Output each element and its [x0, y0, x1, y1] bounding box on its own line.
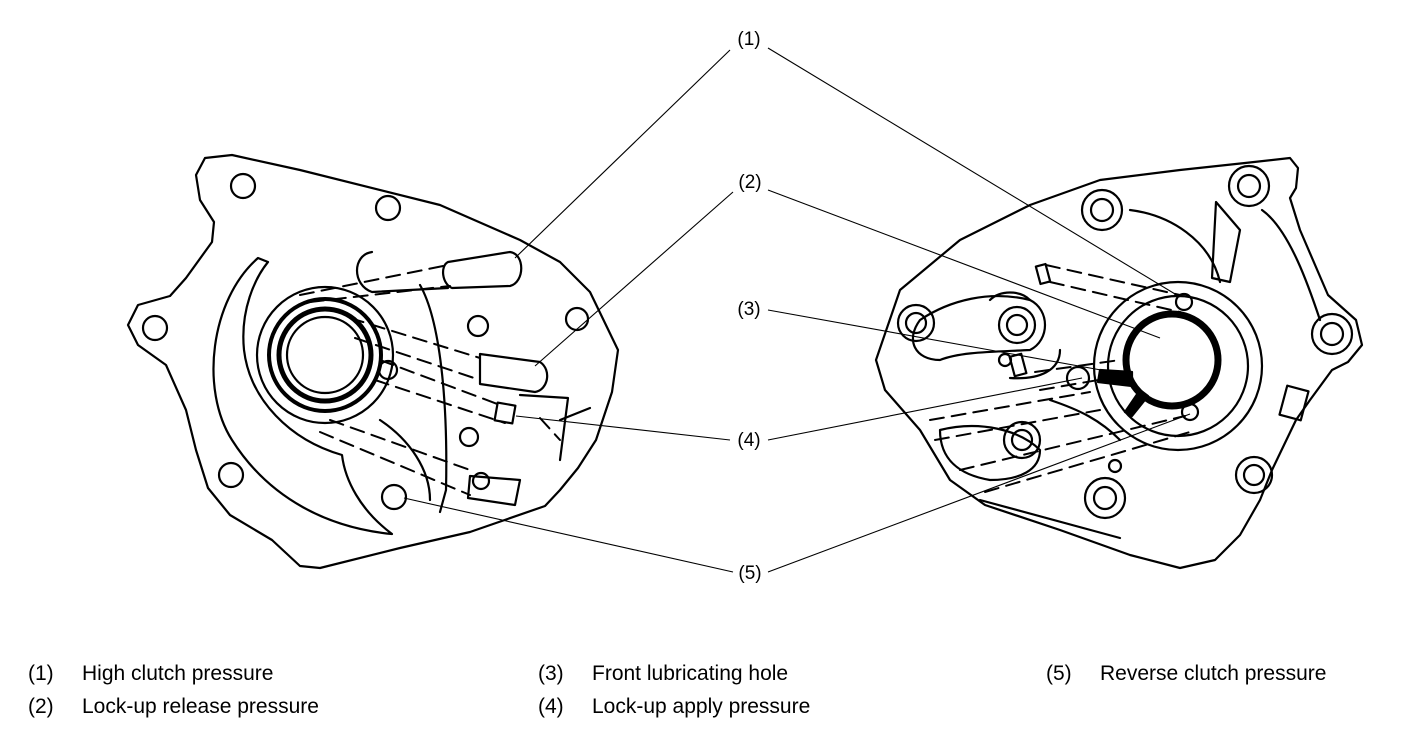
right-bore-notch [1123, 388, 1150, 418]
legend-number: (2) [28, 695, 54, 718]
legend-label: Lock-up apply pressure [592, 695, 811, 718]
bolt-hole [217, 461, 245, 489]
right-rib [1128, 208, 1222, 284]
bolt-hole [380, 483, 408, 511]
left-port-2 [478, 352, 549, 394]
bolt-boss [1234, 455, 1274, 495]
left-pump-cover [126, 153, 620, 570]
callout-5: (5) [738, 563, 761, 584]
left-inner-crescent [212, 256, 394, 536]
left-boss-ring [267, 297, 383, 413]
left-boss-outer [255, 285, 395, 425]
bolt-boss [997, 305, 1037, 345]
leader-line-2-right [767, 189, 1161, 339]
right-port-hole [1174, 292, 1194, 312]
bolt-boss [1083, 476, 1127, 520]
left-port-hole [377, 359, 399, 381]
bolt-boss [1080, 188, 1124, 232]
legend-number: (3) [538, 662, 564, 685]
leader-line-5-left [403, 497, 734, 573]
right-small-hole [1107, 458, 1123, 474]
oil-pump-cover-diagram: (1) (2) (3) (4) (5) [126, 29, 1364, 584]
left-passage-wall [378, 418, 432, 502]
legend-number: (1) [28, 662, 54, 685]
right-bore [1122, 310, 1222, 410]
legend-label: Reverse clutch pressure [1100, 662, 1327, 685]
leader-line-5-right [767, 413, 1191, 573]
bolt-boss [1002, 420, 1042, 460]
leader-line-2-left [534, 191, 734, 367]
callout-4: (4) [737, 430, 760, 451]
left-passage-wall [418, 283, 448, 514]
right-rib [988, 291, 1032, 302]
right-dashed-passages [929, 264, 1191, 493]
callout-1: (1) [737, 29, 760, 50]
bolt-hole [458, 426, 480, 448]
right-pump-cover [874, 156, 1364, 570]
bolt-hole [466, 314, 490, 338]
legend-label: Front lubricating hole [592, 662, 789, 685]
left-port-5 [466, 474, 522, 507]
bolt-hole [141, 314, 169, 342]
right-side-tab [1278, 384, 1310, 422]
right-cover-outline [874, 156, 1364, 570]
left-passage-wall [356, 250, 450, 294]
legend-number: (4) [538, 695, 564, 718]
bolt-boss [896, 303, 936, 343]
right-rib [1008, 348, 1062, 380]
right-rib [1210, 200, 1242, 284]
bolt-boss [1227, 164, 1271, 208]
leader-line-1-right [767, 47, 1181, 298]
leader-line-1-left [514, 49, 731, 259]
left-bore-outer [276, 306, 374, 404]
leader-line-3-right [767, 309, 1113, 373]
legend: (1) High clutch pressure (2) Lock-up rel… [0, 650, 1408, 732]
bolt-boss [1310, 312, 1354, 356]
left-passage-wall [518, 393, 570, 462]
left-port-1 [442, 250, 523, 290]
leader-line-4-right [767, 377, 1083, 441]
legend-number: (5) [1046, 662, 1072, 685]
left-passage-wall [558, 406, 592, 422]
right-rib [1260, 208, 1322, 322]
leader-line-4-left [515, 415, 731, 441]
legend-label: Lock-up release pressure [82, 695, 319, 718]
right-rib [911, 294, 1046, 362]
bolt-hole [374, 194, 402, 222]
right-rib [1048, 398, 1122, 442]
callout-3: (3) [737, 299, 760, 320]
right-rib [938, 424, 1042, 482]
right-side-tab [1008, 352, 1028, 378]
right-side-tab [1034, 262, 1052, 286]
bolt-hole [471, 471, 491, 491]
right-small-hole [997, 352, 1013, 368]
leader-lines [403, 47, 1191, 573]
callout-2: (2) [738, 172, 761, 193]
right-bore-slot [1096, 368, 1134, 388]
left-bore-inner [285, 315, 365, 395]
right-boss-outer [1092, 280, 1264, 452]
right-port-hole [1180, 402, 1200, 422]
bolt-hole [229, 172, 257, 200]
left-port-4 [493, 401, 517, 425]
legend-label: High clutch pressure [82, 662, 274, 685]
left-cover-outline [126, 153, 620, 570]
right-port-hole [1065, 365, 1091, 391]
right-rib [978, 498, 1122, 540]
bolt-hole [564, 306, 590, 332]
left-dashed-passages [299, 264, 561, 496]
